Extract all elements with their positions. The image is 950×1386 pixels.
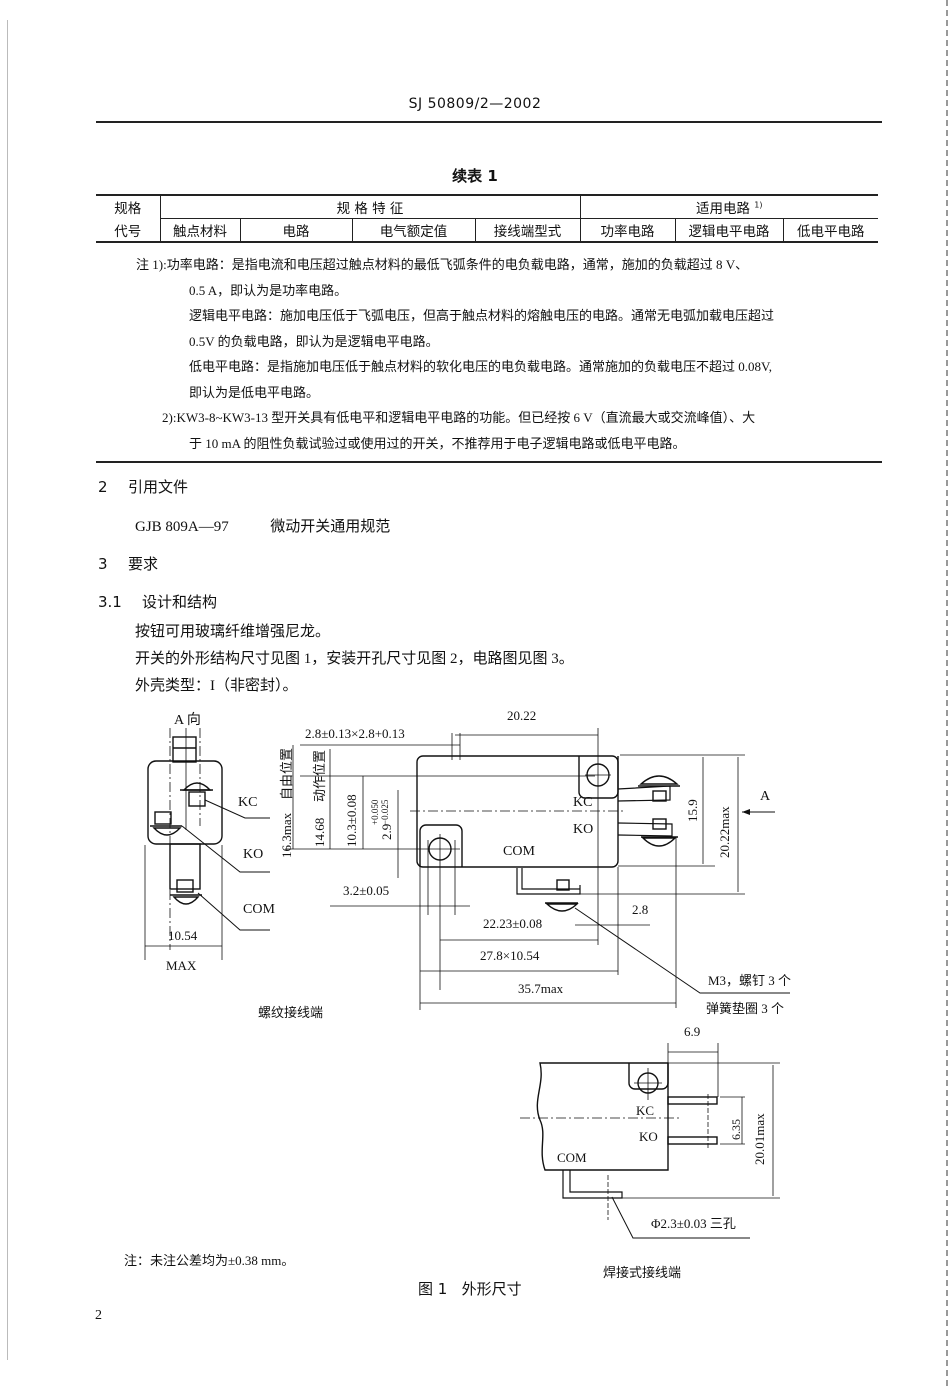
note-2-line-2: 于 10 mA 的阻性负载试验过或使用过的开关，不推荐用于电子逻辑电路或低电平电… (189, 435, 686, 451)
table-notes: 注 1):功率电路：是指电流和电压超过触点材料的最低飞弧条件的电负载电路，通常，… (96, 252, 882, 456)
ko-label-solder: KO (639, 1129, 658, 1144)
dim-2-8: 2.8 (632, 902, 648, 917)
paragraph-enclosure-type: 外壳类型：I（非密封）。 (135, 678, 298, 694)
scan-edge-right (944, 0, 948, 1386)
notes-bottom-rule (96, 461, 882, 463)
figure-1-outline-drawing: A 向 KC KO COM 10.54 MAX (144, 708, 791, 1280)
view-a-label: A 向 (174, 712, 201, 728)
dim-35-7-max: 35.7max (518, 981, 564, 996)
table-header-row-1: 规格 规 格 特 征 适用电路 1) (96, 194, 878, 219)
note-1-label: 注 1): (136, 257, 167, 272)
scan-edge-left (7, 20, 9, 1360)
dim-20-22-max: 20.22max (717, 806, 732, 858)
note-1-line-1: 功率电路：是指电流和电压超过触点材料的最低飞弧条件的电负载电路，通常，施加的负载… (166, 257, 749, 272)
section-3-1-body: 按钮可用玻璃纤维增强尼龙。 开关的外形结构尺寸见图 1，安装开孔尺寸见图 2，电… (135, 619, 574, 700)
col-logic-level-circuit: 逻辑电平电路 (674, 218, 784, 243)
dim-6-35: 6.35 (729, 1119, 743, 1140)
side-view-a: A 向 KC KO COM 10.54 MAX (144, 712, 275, 973)
com-label-front: COM (503, 844, 535, 859)
dim-3-2: 3.2±0.05 (343, 883, 389, 898)
tolerance-minus: −0.025 (380, 799, 390, 825)
col-contact-material: 触点材料 (159, 218, 241, 243)
col-power-circuit: 功率电路 (579, 218, 676, 243)
footnote-ref: 1) (754, 200, 763, 210)
solder-terminal-view: KC KO COM 6.9 6.35 20.01max Φ2.3±0.03 三孔 (520, 1024, 780, 1239)
dim-6-9: 6.9 (684, 1024, 700, 1039)
col-electrical-rating: 电气额定值 (351, 218, 476, 243)
front-view-screw-terminal: KC KO COM 2.8±0.13×2.8+0.13 20.22 16.3ma… (279, 708, 791, 1016)
spec-code-label-top: 规格 (96, 194, 161, 219)
note-1-line-4: 0.5V 的负载电路，即认为是逻辑电平电路。 (189, 333, 439, 349)
screw-terminal-caption: 螺纹接线端 (258, 1005, 323, 1020)
note-1-line-2: 0.5 A，即认为是功率电路。 (189, 282, 348, 298)
dim-10-3: 10.3±0.08 (344, 794, 359, 847)
com-label-side: COM (243, 902, 275, 917)
col-circuit: 电路 (239, 218, 353, 243)
note-2-label: 2): (162, 410, 177, 425)
spring-washer-note: 弹簧垫圈 3 个 (706, 1001, 784, 1016)
tolerance-plus: +0.050 (370, 799, 380, 825)
dim-max-label: MAX (166, 958, 197, 973)
note-1-line-3: 逻辑电平电路：施加电压低于飞弧电压，但高于触点材料的熔触电压的电路。通常无电弧加… (189, 308, 775, 323)
dim-27-8: 27.8×10.54 (480, 948, 540, 963)
m3-screw-note: M3，螺钉 3 个 (708, 973, 791, 988)
view-arrow-a-label: A (760, 789, 771, 804)
free-position-label: 自由位置 (279, 748, 294, 800)
reference-code: GJB 809A—97 (135, 519, 229, 535)
kc-label-side: KC (238, 795, 257, 810)
table-title: 续表 1 (452, 167, 498, 185)
dim-22-23: 22.23±0.08 (483, 916, 542, 931)
table-header-row-2: 代号 触点材料 电路 电气额定值 接线端型式 功率电路 逻辑电平电路 低电平电路 (96, 218, 878, 243)
figure-caption: 图 1 外形尺寸 (418, 1280, 522, 1298)
note-1-line-5: 低电平电路：是指施加电压低于触点材料的软化电压的电负载电路。通常施加的负载电压不… (189, 359, 772, 374)
document-code-header: SJ 50809/2—2002 (408, 96, 542, 112)
paragraph-button-material: 按钮可用玻璃纤维增强尼龙。 (135, 624, 331, 640)
dim-20-01-max: 20.01max (752, 1113, 767, 1165)
col-low-level-circuit: 低电平电路 (782, 218, 878, 243)
note-1-line-6: 即认为是低电平电路。 (189, 384, 320, 400)
solder-terminal-caption: 焊接式接线端 (603, 1265, 681, 1280)
paragraph-figure-refs: 开关的外形结构尺寸见图 1，安装开孔尺寸见图 2，电路图见图 3。 (135, 651, 574, 667)
hole-note: Φ2.3±0.03 三孔 (651, 1216, 736, 1231)
dim-terminal-size: 2.8±0.13×2.8+0.13 (305, 726, 405, 741)
operating-position-label: 动作位置 (312, 750, 327, 802)
spec-code-label-bottom: 代号 (96, 218, 161, 243)
spec-table: 规格 规 格 特 征 适用电路 1) 代号 触点材料 电路 电气额定值 接线端型… (96, 194, 878, 243)
reference-title: 微动开关通用规范 (270, 519, 391, 535)
dim-14-68: 14.68 (312, 818, 327, 847)
page-number: 2 (95, 1308, 102, 1323)
dim-2-9: 2.9 (379, 824, 394, 840)
spec-features-header: 规 格 特 征 (159, 194, 581, 219)
col-terminal-type: 接线端型式 (474, 218, 581, 243)
kc-label-solder: KC (636, 1103, 654, 1118)
note-2-line-1: KW3-8~KW3-13 型开关具有低电平和逻辑电平电路的功能。但已经按 6 V… (176, 410, 756, 425)
dim-15-9: 15.9 (685, 799, 700, 822)
ko-label-side: KO (243, 847, 263, 862)
dim-16-3-max: 16.3max (279, 812, 294, 858)
reference-document: GJB 809A—97 微动开关通用规范 (135, 515, 390, 536)
applicable-circuits-header: 适用电路 1) (579, 194, 878, 219)
dim-width-10-54: 10.54 (168, 928, 198, 943)
com-label-solder: COM (557, 1150, 587, 1165)
dim-20-22: 20.22 (507, 708, 536, 723)
ko-label-front: KO (573, 822, 593, 837)
kc-label-front: KC (573, 795, 592, 810)
tolerance-note: 注：未注公差均为±0.38 mm。 (124, 1253, 295, 1268)
header-rule (96, 121, 882, 123)
